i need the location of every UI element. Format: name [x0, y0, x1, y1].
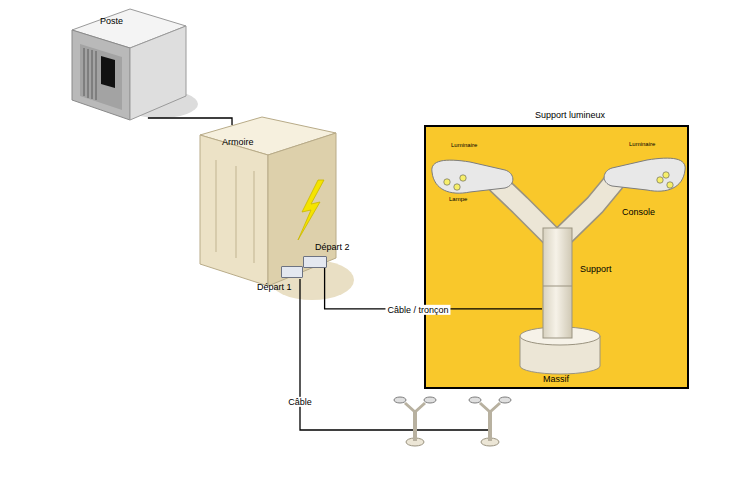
lamp-post-part-part: [663, 172, 669, 178]
small-lamp-posts-part-part: [488, 410, 492, 441]
cabinet-part-part: [235, 166, 236, 258]
cable-label: Câble: [286, 397, 314, 407]
cable-wire: [300, 279, 490, 430]
substation-cube-part: [84, 48, 96, 100]
cabinet-part-part: [215, 160, 216, 252]
edge-label: Câble / tronçon: [385, 305, 450, 315]
pole: Support: [542, 226, 622, 338]
cabinet-part: [200, 135, 268, 286]
small-lamp-posts-part: [394, 397, 436, 446]
part-name: Luminaire: [629, 141, 655, 148]
node-label: Armoire: [222, 137, 254, 147]
node-label: Départ 1: [257, 282, 292, 292]
node-label: Support lumineux: [535, 110, 605, 120]
lamp-post-part: [604, 158, 685, 191]
part-name: Massif: [543, 374, 569, 384]
lamp-post-part: [444, 172, 673, 190]
lamp-post-part: [543, 286, 572, 287]
cabinet-part: [216, 160, 254, 263]
feeder-box: Départ 2: [303, 256, 327, 268]
substation-cube-part: [130, 26, 186, 120]
lamp-post-part-part: [657, 177, 663, 183]
substation-cube-part-part: [88, 49, 89, 98]
lamp-post-part: [432, 160, 513, 193]
lamp-post-part-part: [460, 175, 466, 181]
substation-cube-part-part: [84, 48, 85, 96]
small-lamp-posts-part-part: [405, 403, 425, 412]
lamp-post-part-part: [667, 182, 673, 188]
cable-connector: [148, 118, 232, 125]
small-lamp-posts-part-part: [499, 397, 511, 403]
lamp-post-part-part: [454, 184, 460, 190]
substation-cube-part: [101, 56, 115, 88]
feeder-box: Départ 1: [281, 266, 303, 278]
small-lamp-posts-part-part: [424, 397, 436, 403]
panel-background: [425, 126, 688, 388]
lamp-post: [432, 158, 685, 374]
cabinet-part: [268, 133, 336, 286]
lamp-post-part: [543, 228, 572, 338]
small-lamp-posts-part-part: [413, 410, 417, 441]
light-support-panel: Support lumineuxSupport: [425, 126, 688, 388]
node-label: Poste: [100, 16, 123, 26]
part-name: Console: [622, 207, 655, 217]
substation: Poste: [70, 6, 188, 118]
part-name: Luminaire: [451, 142, 477, 149]
small-lamp-posts-part-part: [480, 403, 500, 412]
node-label: Support: [580, 264, 612, 274]
small-lamp-posts-part-part: [394, 397, 406, 403]
cable-connector: [325, 268, 542, 309]
small-lamp-posts-part-part: [469, 397, 481, 403]
substation-cube-part-part: [92, 50, 93, 99]
small-lamp-posts-part: [469, 397, 511, 446]
cabinet-box: ArmoireDépart 2Départ 1: [198, 125, 338, 290]
substation-cube-part: [72, 30, 130, 120]
node-label: Départ 2: [315, 242, 350, 252]
substation-cube-part-part: [96, 51, 97, 100]
substation-cube: [72, 9, 198, 120]
lamp-post-part-part: [444, 179, 450, 185]
cabinet-part-part: [253, 171, 254, 263]
cabinet-part: [298, 180, 324, 240]
cabinet: [200, 117, 354, 300]
small-lamp-posts: [394, 397, 511, 446]
part-name: Lampe: [449, 196, 467, 203]
substation-cube-part: [80, 44, 122, 110]
